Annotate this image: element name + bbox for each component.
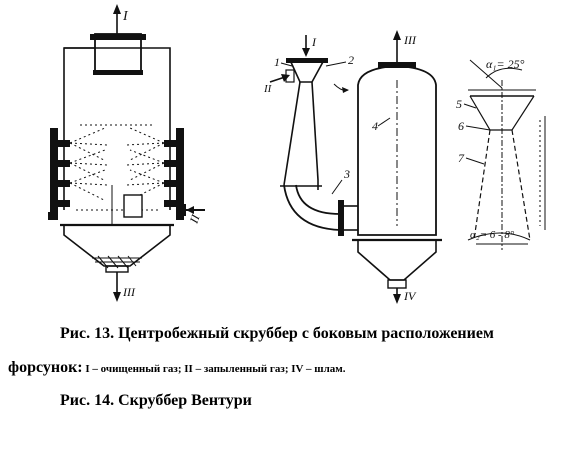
scrubber-diagrams: I [48,4,546,304]
label-part-5: 5 [456,97,462,111]
label-clean-gas-top: I [122,9,129,24]
label-inlet-top: I [311,35,317,49]
caption-fig13-line2: форсунок: I – очищенный газ; II – запыле… [8,358,346,379]
label-sludge-bottom-14: IV [403,289,417,303]
venturi-scrubber-drawing: I II 1 2 3 III [263,30,546,304]
caption-fig14: Рис. 14. Скруббер Вентури [60,392,252,409]
label-part-3: 3 [343,167,350,181]
label-alpha1: α₁= 25° [486,57,525,71]
caption-fig13-line2-rest: I – очищенный газ; II – запыленный газ; … [82,363,346,375]
label-part-6: 6 [458,119,464,133]
label-alpha2: α₂= 6 - 8° [470,229,515,241]
caption-fig13-line2-bold: форсунок: [8,359,83,376]
label-part-7: 7 [458,151,465,165]
label-sludge-bottom-13: III [122,285,136,299]
label-part-4: 4 [372,119,378,133]
label-part-2: 2 [348,53,354,67]
label-dusty-gas-side: II [186,212,203,226]
centrifugal-scrubber-drawing: I [48,4,205,302]
label-inlet-side: II [263,83,273,95]
label-outlet-top: III [403,33,417,47]
label-part-1: 1 [274,55,280,69]
caption-fig13-line1: Рис. 13. Центробежный скруббер с боковым… [60,325,494,342]
